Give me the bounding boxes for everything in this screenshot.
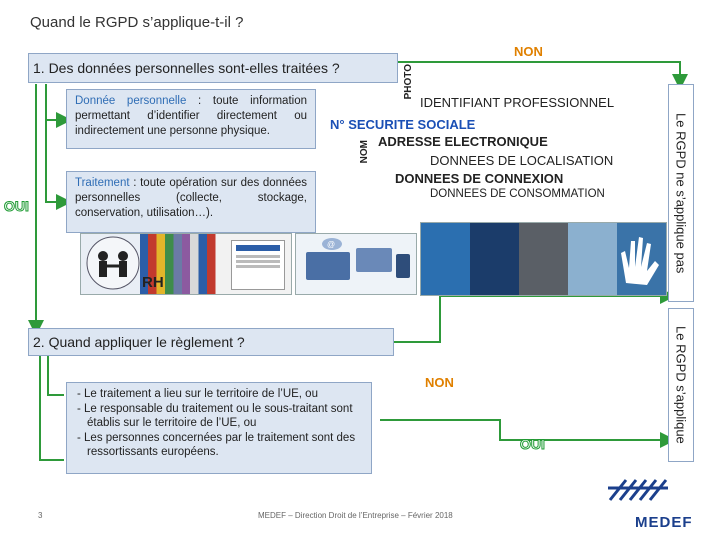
digital-devices-image: @ (295, 233, 417, 295)
q2-bracket-2 (47, 356, 64, 396)
medef-logo-mark (608, 479, 668, 501)
condition-item: Les personnes concernées par le traiteme… (84, 431, 365, 460)
cloud-devices-icon: @ (306, 238, 410, 280)
non-arrow-2 (394, 288, 676, 343)
nom-label: NOM (359, 140, 370, 164)
condition-item: Le traitement a lieu sur le territoire d… (84, 387, 365, 402)
rgpd-not-applicable-box: Le RGPD ne s’applique pas (668, 84, 694, 302)
hr-documents-image (80, 233, 292, 295)
oui-arrow-2 (380, 419, 676, 448)
identifier-item: DONNEES DE LOCALISATION (430, 153, 614, 168)
svg-text:@: @ (327, 240, 335, 249)
identifier-item: DONNEES DE CONSOMMATION (430, 188, 605, 200)
conditions-list: Le traitement a lieu sur le territoire d… (73, 387, 365, 460)
non-label-1: NON (514, 44, 543, 59)
question-2: 2. Quand appliquer le règlement ? (28, 328, 394, 356)
oui-label-1: OUI (4, 198, 30, 215)
identifier-item: IDENTIFIANT PROFESSIONNEL (420, 95, 615, 110)
hr-people-icon (86, 236, 140, 290)
definition-term: Traitement (75, 177, 130, 189)
data-collage-image (420, 222, 667, 296)
arrow-to-def2 (45, 120, 72, 210)
definition-personal-data: Donnée personnelle : toute information p… (66, 89, 316, 149)
newsletter-icon (231, 240, 285, 290)
q2-bracket (39, 356, 64, 461)
rgpd-applicable-text: Le RGPD s’applique (673, 326, 689, 444)
page-title: Quand le RGPD s’applique-t-il ? (30, 14, 244, 31)
condition-item: Le responsable du traitement ou le sous-… (84, 402, 365, 431)
medef-logo-text: MEDEF (635, 514, 693, 531)
conditions-box: Le traitement a lieu sur le territoire d… (66, 382, 372, 474)
definition-text: : toute opération sur des données person… (75, 177, 307, 219)
page-number: 3 (38, 511, 43, 520)
hand-icon (621, 237, 659, 285)
oui-label-2: OUI (520, 436, 546, 453)
rh-label: RH (142, 274, 164, 291)
identifier-item: ADRESSE ELECTRONIQUE (378, 134, 548, 149)
arrow-to-def1 (45, 84, 72, 128)
rgpd-not-applicable-text: Le RGPD ne s’applique pas (673, 112, 689, 274)
rgpd-applicable-box: Le RGPD s’applique (668, 308, 694, 462)
footer-text: MEDEF – Direction Droit de l’Entreprise … (258, 511, 453, 520)
non-label-2: NON (425, 375, 454, 390)
identifier-item: DONNEES DE CONNEXION (395, 171, 564, 186)
definition-term: Donnée personnelle (75, 95, 187, 107)
non-arrow-1 (398, 61, 688, 90)
photo-label: PHOTO (403, 64, 414, 100)
definition-processing: Traitement : toute opération sur des don… (66, 171, 316, 233)
definition-text: : toute information permettant d’identif… (75, 95, 307, 137)
question-1: 1. Des données personnelles sont-elles t… (28, 53, 398, 83)
identifier-item: N° SECURITE SOCIALE (330, 117, 476, 132)
